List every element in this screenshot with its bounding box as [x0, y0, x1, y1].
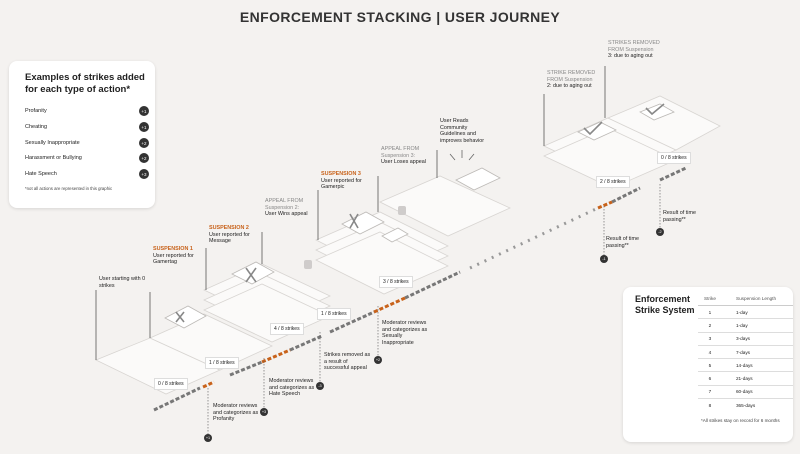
strike-system-title: Enforcement Strike System: [635, 294, 695, 315]
appeal-2-body: User Wins appeal: [265, 211, 308, 218]
strike-cell: 6: [698, 371, 722, 386]
legend-value: +2: [139, 153, 149, 163]
strike-cell: 8: [698, 398, 722, 412]
strike-badge: -2: [656, 228, 664, 236]
legend-value: +1: [139, 122, 149, 132]
strike-removed-1-note: STRIKE REMOVED FROM Suspension 2: due to…: [547, 70, 603, 90]
strike-count-1: 1 / 8 strikes: [205, 357, 239, 369]
start-note: User starting with 0 strikes: [99, 276, 146, 289]
legend-value: +1: [139, 106, 149, 116]
legend-label: Cheating: [25, 124, 48, 130]
length-cell: 3-days: [721, 331, 793, 346]
moderator-note-3: Moderator reviews and categorizes as Sex…: [382, 320, 428, 346]
suspension-1-heading: SUSPENSION 1: [153, 246, 193, 252]
moderator-note-1: Moderator reviews and categorizes as Pro…: [213, 403, 259, 423]
strike-count-4: 4 / 8 strikes: [270, 323, 304, 335]
strike-cell: 1: [698, 304, 722, 319]
strike-cell: 7: [698, 384, 722, 399]
strike-badge: -3: [316, 382, 324, 390]
suspension-2-heading: SUSPENSION 2: [209, 225, 249, 231]
strike-removed-2-body: 3: due to aging out: [608, 53, 653, 60]
legend-label: Profanity: [25, 108, 47, 114]
legend-row: Harassment or Bullying +2: [25, 152, 149, 164]
strike-cell: 3: [698, 331, 722, 346]
strike-cell: 2: [698, 318, 722, 333]
suspension-3-note: SUSPENSION 3 User reported for Gamerpic: [321, 171, 376, 191]
strike-badge: +2: [374, 356, 382, 364]
strike-removed-1-heading: STRIKE REMOVED FROM Suspension: [547, 70, 596, 83]
page-title: ENFORCEMENT STACKING | USER JOURNEY: [239, 9, 561, 25]
appeal-3-sub: Suspension 3:: [381, 152, 416, 159]
legend-label: Harassment or Bullying: [25, 155, 82, 161]
strike-count-2: 2 / 8 strikes: [596, 176, 630, 188]
legend-footnote: *not all actions are represented in this…: [25, 186, 113, 191]
length-cell: 60-days: [721, 384, 793, 399]
active-strikes: [202, 200, 613, 389]
strike-badge: +3: [260, 408, 268, 416]
appeal-3-body: User Loses appeal: [381, 159, 426, 166]
strike-cell: 5: [698, 358, 722, 372]
strike-removed-1-body: 2: due to aging out: [547, 83, 592, 90]
suspension-1-note: SUSPENSION 1 User reported for Gamertag: [153, 246, 205, 266]
appeal-2-sub: Suspension 2:: [265, 204, 300, 211]
length-cell: 365-days: [721, 398, 793, 412]
suspension-2-body: User reported for Message: [209, 231, 250, 245]
suspension-3-heading: SUSPENSION 3: [321, 171, 361, 177]
moderator-note-2: Moderator reviews and categorizes as Hat…: [269, 378, 315, 398]
appeal-2-note: APPEAL FROM Suspension 2: User Wins appe…: [265, 198, 317, 218]
legend-row: Cheating +1: [25, 121, 149, 133]
strike-count-0b: 0 / 8 strikes: [657, 152, 691, 164]
length-cell: 1-day: [721, 318, 793, 333]
strike-system-card: Enforcement Strike System Strike Suspens…: [623, 287, 793, 442]
appeal-2-heading: APPEAL FROM: [265, 198, 304, 204]
time-passing-note-1: Result of time passing**: [606, 236, 639, 249]
appeal-result-note: Strikes removed as a result of successfu…: [324, 352, 371, 372]
legend-row: Sexually Inappropriate +2: [25, 137, 149, 149]
strike-examples-card: Examples of strikes added for each type …: [9, 61, 155, 208]
legend-label: Sexually Inappropriate: [25, 140, 80, 146]
strike-timeline: [153, 166, 687, 412]
strike-column-header: Strike: [698, 292, 722, 306]
length-cell: 1-day: [721, 304, 793, 319]
strike-removed-2-heading: STRIKES REMOVED FROM Suspension: [608, 40, 660, 53]
legend-value: +2: [139, 138, 149, 148]
strike-count-1b: 1 / 8 strikes: [317, 308, 351, 320]
appeal-3-note: APPEAL FROM Suspension 3: User Loses app…: [381, 146, 436, 166]
length-column-header: Suspension Length: [721, 292, 793, 306]
legend-label: Hate Speech: [25, 171, 57, 177]
table-header-row: Strike Suspension Length: [698, 292, 793, 306]
legend-row: Profanity +1: [25, 105, 149, 117]
strike-system-footnote: *All strikes stay on record for 6 months: [701, 418, 780, 423]
appeal-3-heading: APPEAL FROM: [381, 146, 420, 152]
legend-value: +3: [139, 169, 149, 179]
length-cell: 14-days: [721, 358, 793, 372]
legend-title: Examples of strikes added for each type …: [25, 72, 145, 95]
legend-row: Hate Speech +3: [25, 168, 149, 180]
strike-badge: +1: [204, 434, 212, 442]
strike-badge: -1: [600, 255, 608, 263]
strike-count-0: 0 / 8 strikes: [154, 378, 188, 390]
suspension-2-note: SUSPENSION 2 User reported for Message: [209, 225, 261, 245]
length-cell: 7-days: [721, 344, 793, 359]
strike-cell: 4: [698, 344, 722, 359]
length-cell: 21-days: [721, 371, 793, 386]
suspension-1-body: User reported for Gamertag: [153, 252, 194, 266]
guidelines-note: User Reads Community Guidelines and impr…: [440, 118, 485, 144]
strike-count-3: 3 / 8 strikes: [379, 276, 413, 288]
suspension-3-body: User reported for Gamerpic: [321, 177, 362, 191]
time-passing-note-2: Result of time passing**: [663, 210, 696, 223]
strike-removed-2-note: STRIKES REMOVED FROM Suspension 3: due t…: [608, 40, 668, 60]
